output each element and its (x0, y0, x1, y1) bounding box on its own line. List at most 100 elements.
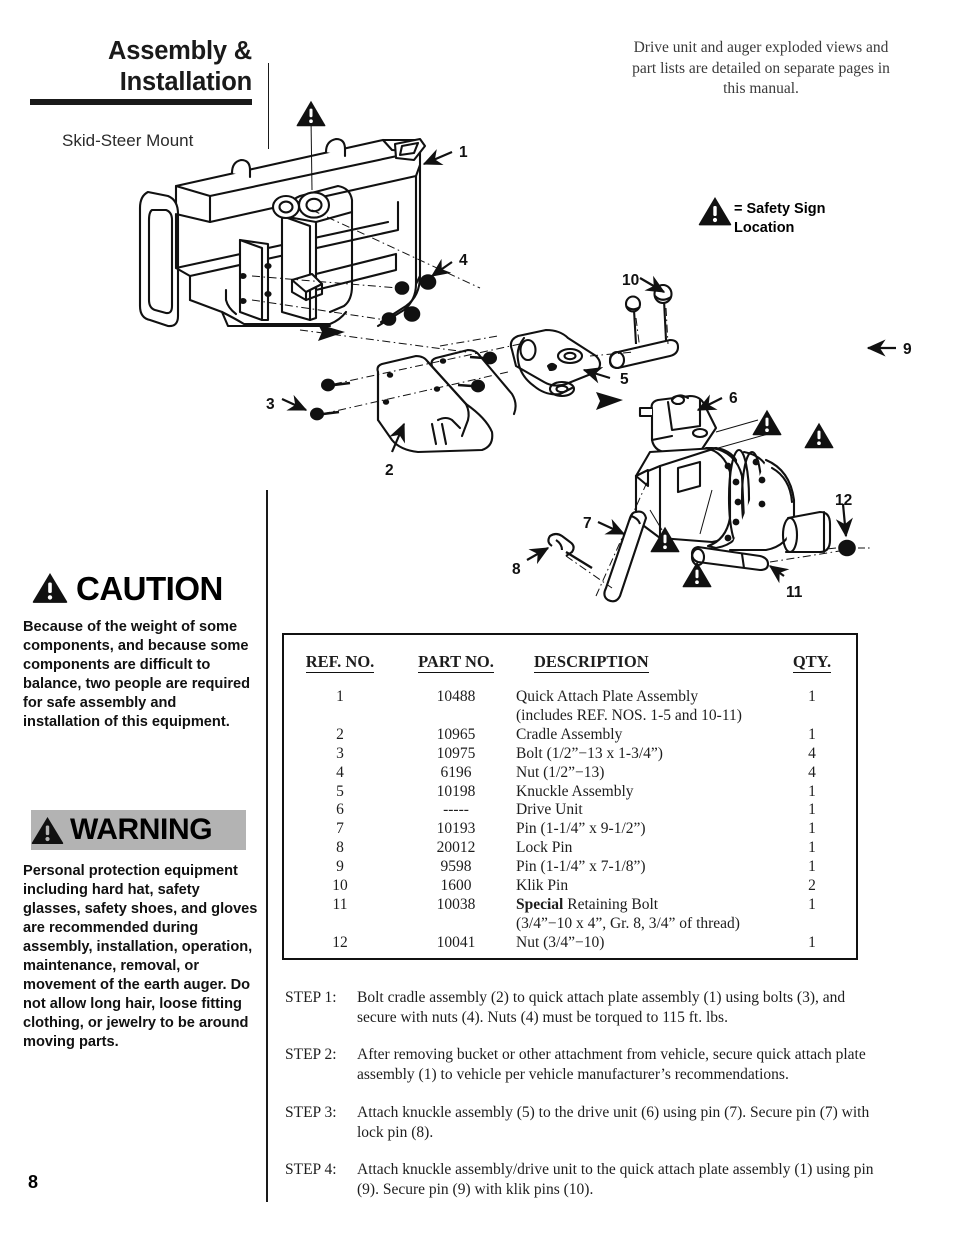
cell-qty: 4 (808, 763, 816, 781)
cell-qty: 1 (808, 801, 816, 819)
cell-description: Bolt (1/2”−13 x 1-3/4”) (516, 744, 663, 762)
assembly-step: STEP 2:After removing bucket or other at… (285, 1045, 877, 1085)
cell-description-continued: (includes REF. NOS. 1-5 and 10-11) (516, 706, 742, 724)
step-text: After removing bucket or other attachmen… (357, 1046, 866, 1084)
column-header-ref-no: REF. NO. (305, 652, 375, 673)
assembly-step: STEP 4: Attach knuckle assembly/drive uni… (285, 1160, 877, 1200)
cell-part-no: ----- (443, 801, 469, 819)
column-vertical-divider (266, 490, 268, 1202)
step-text: Attach knuckle assembly/drive unit to th… (357, 1160, 874, 1198)
safety-alert-triangle-icon (698, 196, 732, 226)
cell-description-continued: (3/4”−10 x 4”, Gr. 8, 3/4” of thread) (516, 914, 740, 932)
table-row: 5 10198 Knuckle Assembly 1 (284, 783, 856, 802)
diagram-callout-5: 5 (620, 371, 629, 388)
cell-ref-no: 1 (336, 688, 344, 705)
cell-part-no: 20012 (436, 839, 476, 857)
cell-description: Special Retaining Bolt(3/4”−10 x 4”, Gr.… (516, 896, 768, 934)
cell-qty: 1 (808, 820, 816, 838)
cell-description: Lock Pin (516, 839, 573, 857)
cell-ref-no: 8 (336, 839, 344, 857)
diagram-callout-7: 7 (583, 515, 592, 532)
cell-ref-no: 4 (336, 763, 344, 781)
cell-description: Nut (3/4”−10) (516, 933, 605, 951)
table-row: 1 10488 Quick Attach Plate Assembly(includ… (284, 688, 856, 726)
table-header-row: REF. NO. PART NO. DESCRIPTION QTY. (284, 635, 856, 688)
diagram-callout-3: 3 (266, 396, 275, 413)
cell-part-no: 6196 (440, 763, 472, 781)
cell-qty: 1 (808, 858, 816, 876)
caution-heading: CAUTION (76, 569, 223, 607)
cell-description: Pin (1-1/4” x 9-1/2”) (516, 820, 646, 838)
assembly-steps: STEP 1: Bolt cradle assembly (2) to quick… (285, 988, 877, 1217)
safety-alert-triangle-icon (31, 816, 64, 845)
cell-ref-no: 7 (336, 820, 344, 838)
step-text: Attach knuckle assembly (5) to the drive… (357, 1103, 870, 1141)
cell-ref-no: 6 (336, 801, 344, 819)
diagram-callout-1: 1 (459, 144, 468, 161)
cell-description: Quick Attach Plate Assembly(includes REF… (516, 688, 768, 726)
cell-qty: 1 (808, 782, 816, 800)
page-title: Assembly & Installation (30, 36, 252, 98)
column-header-qty: QTY. (792, 652, 832, 673)
cell-qty: 1 (808, 725, 816, 743)
diagram-callout-4: 4 (459, 252, 468, 269)
cell-ref-no: 5 (336, 782, 344, 800)
safety-alert-triangle-icon-diagram-4 (650, 526, 680, 553)
cell-ref-no: 9 (336, 858, 344, 876)
cell-qty: 1 (808, 933, 816, 951)
table-row: 4 6196 Nut (1/2”−13) 4 (284, 764, 856, 783)
diagram-callout-12: 12 (835, 492, 853, 509)
cell-qty: 2 (808, 877, 816, 895)
cell-description: Klik Pin (516, 877, 569, 895)
exploded-view-note: Drive unit and auger exploded views and … (632, 39, 890, 98)
cell-part-no: 10198 (436, 782, 476, 800)
cell-qty: 1 (808, 839, 816, 857)
warning-body-text: Personal protection equipment including … (23, 863, 258, 1050)
step-text: Bolt cradle assembly (2) to quick attach… (357, 989, 846, 1027)
cell-ref-no: 12 (332, 933, 348, 951)
cell-ref-no: 10 (332, 877, 348, 895)
safety-sign-legend-label: = Safety Sign Location (734, 201, 826, 237)
assembly-step: STEP 3: Attach knuckle assembly (5) to th… (285, 1103, 877, 1143)
step-label: STEP 3: (285, 1103, 337, 1121)
caution-body-text: Because of the weight of some components… (23, 619, 251, 730)
cell-ref-no: 2 (336, 725, 344, 743)
cell-description: Pin (1-1/4” x 7-1/8”) (516, 858, 646, 876)
table-row: 11 10038 Special Retaining Bolt(3/4”−10 x … (284, 896, 856, 934)
cell-description: Nut (1/2”−13) (516, 763, 605, 781)
page-title-line1: Assembly & (108, 37, 252, 65)
diagram-callout-6: 6 (729, 390, 738, 407)
cell-part-no: 10193 (436, 820, 476, 838)
table-row: 12 10041 Nut (3/4”−10) 1 (284, 934, 856, 953)
table-row: 10 1600 Klik Pin 2 (284, 877, 856, 896)
page-subtitle: Skid-Steer Mount (62, 131, 194, 150)
header-vertical-divider (268, 63, 269, 149)
safety-sign-legend: = Safety Sign Location (698, 196, 825, 239)
cell-part-no: 10488 (436, 688, 476, 705)
safety-alert-triangle-icon-diagram-2 (752, 409, 782, 436)
diagram-callout-11: 11 (786, 584, 803, 601)
title-rule (30, 99, 252, 105)
table-row: 6 ----- Drive Unit 1 (284, 801, 856, 820)
cell-description: Knuckle Assembly (516, 782, 634, 800)
cell-part-no: 1600 (440, 877, 472, 895)
column-header-description: DESCRIPTION (534, 652, 649, 673)
cell-ref-no: 11 (332, 895, 348, 913)
cell-part-no: 10041 (436, 933, 476, 951)
safety-alert-triangle-icon (32, 572, 68, 604)
cell-qty: 1 (808, 688, 816, 705)
step-label: STEP 4: (285, 1160, 337, 1178)
warning-heading: WARNING (70, 813, 213, 846)
table-row: 8 20012 Lock Pin 1 (284, 839, 856, 858)
cell-part-no: 10038 (436, 895, 476, 913)
table-row: 2 10965 Cradle Assembly 1 (284, 726, 856, 745)
cell-description: Drive Unit (516, 801, 583, 819)
cell-description: Cradle Assembly (516, 725, 623, 743)
step-label: STEP 1: (285, 989, 337, 1006)
table-row: 7 10193 Pin (1-1/4” x 9-1/2”) 1 (284, 820, 856, 839)
diagram-callout-10: 10 (622, 272, 640, 289)
safety-alert-triangle-icon-diagram-5 (682, 561, 712, 588)
cell-part-no: 10965 (436, 725, 476, 743)
